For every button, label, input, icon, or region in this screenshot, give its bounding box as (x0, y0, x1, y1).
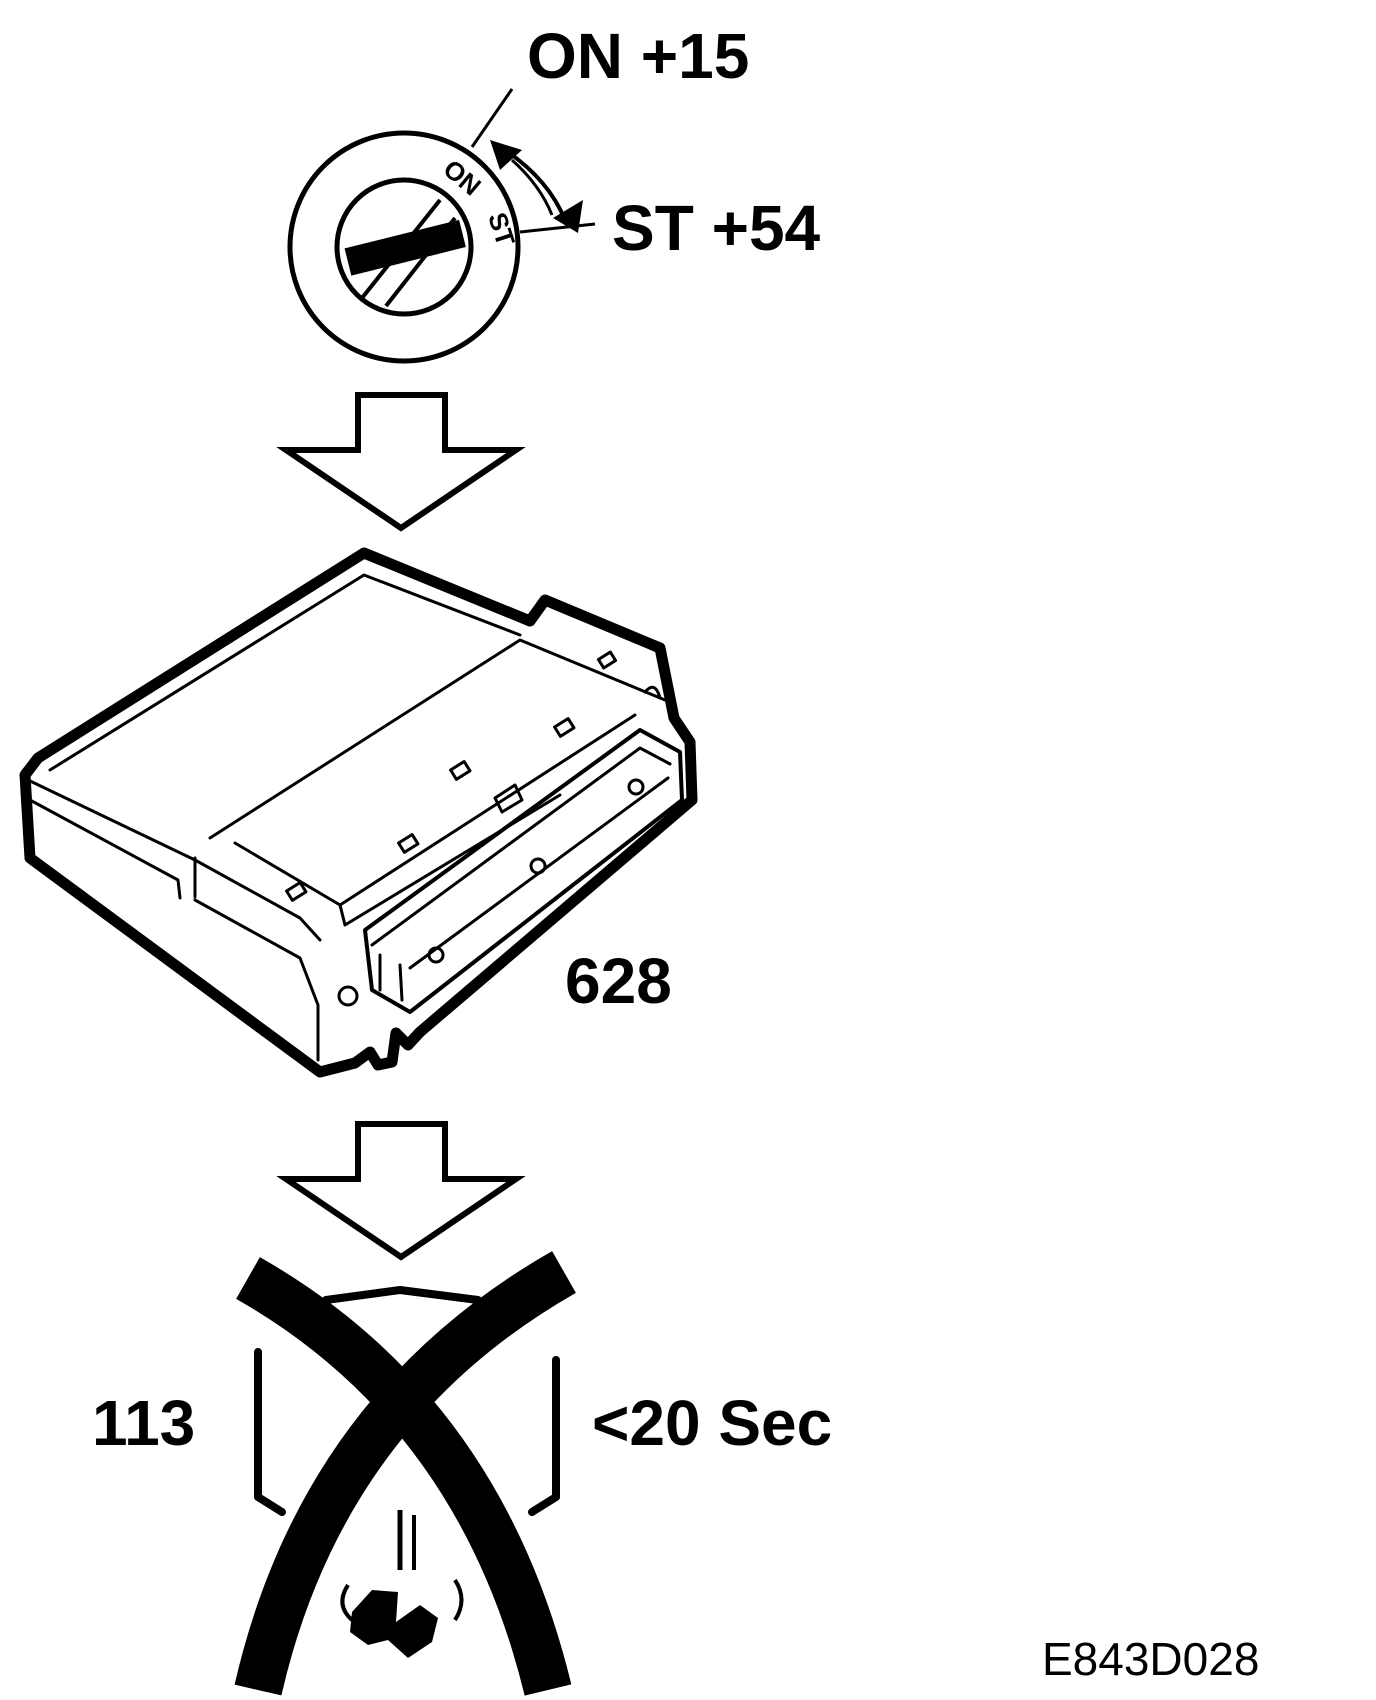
module-top-face (48, 573, 522, 772)
module-curl (643, 685, 662, 700)
seat-113-label: 113 (92, 1387, 195, 1459)
figure-code: E843D028 (1042, 1633, 1259, 1685)
module-front-bezel (193, 898, 320, 1062)
prohibited-cross-icon-stroke-2 (234, 1251, 576, 1696)
module-outer-outline (19, 547, 698, 1078)
key-slot (344, 219, 466, 276)
connector-block-inner (370, 746, 672, 1002)
module-rivet-2 (529, 857, 547, 875)
time-limit-label: <20 Sec (592, 1387, 832, 1459)
st-position-line (519, 222, 596, 234)
rotation-arc-inner (511, 158, 554, 216)
prohibited-cross-icon (236, 1257, 572, 1696)
ignition-switch: ON ST ON +15 ST +54 (287, 20, 821, 364)
module-mount-hole (337, 985, 359, 1007)
on-position-line (470, 88, 514, 148)
module-rivet-1 (427, 946, 445, 964)
module-rivet-3 (627, 778, 645, 796)
arc-arrowhead-on (490, 140, 522, 170)
down-arrow-icon-1 (276, 392, 526, 532)
key-slot-hatch-1 (360, 198, 442, 300)
connector-rail-top (208, 638, 667, 840)
connector-rail-mid (233, 713, 637, 907)
module-tab-5 (596, 650, 618, 670)
module-left-lip (28, 798, 197, 900)
on-plus15-label: ON +15 (527, 20, 749, 92)
module-tab-3 (397, 833, 420, 854)
arc-arrowhead-st (553, 200, 583, 233)
module-tab-1 (449, 760, 472, 781)
down-arrow-icon-2 (276, 1121, 526, 1261)
module-front-edge (26, 778, 322, 942)
module-tab-4 (285, 881, 308, 902)
st-plus54-label: ST +54 (612, 192, 821, 264)
module-tab-2 (553, 717, 576, 738)
module-latch (493, 783, 524, 814)
connector-block (363, 728, 684, 1014)
module-628-label: 628 (565, 945, 672, 1017)
key-slot-hatch-2 (384, 216, 457, 308)
seat-base-icon (340, 1510, 464, 1658)
control-module-628: 628 (19, 547, 698, 1078)
prohibited-action: 113 <20 Sec (92, 1251, 832, 1696)
